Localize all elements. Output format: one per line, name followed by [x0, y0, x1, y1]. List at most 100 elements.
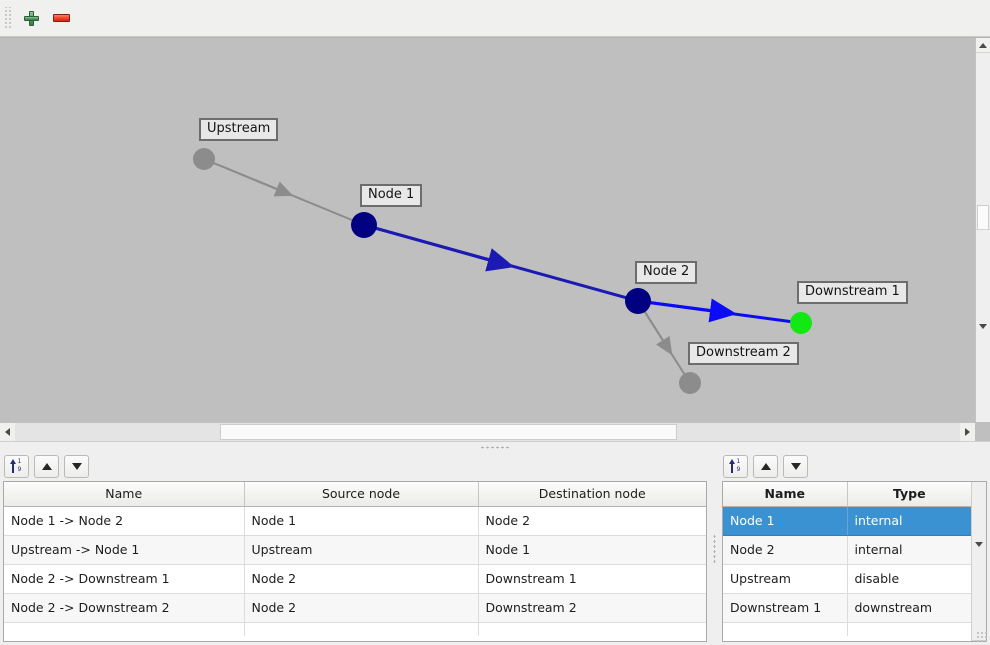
arrow-up-icon: [41, 463, 52, 470]
graph-node-node1[interactable]: [351, 212, 377, 238]
scroll-right-button[interactable]: [960, 423, 975, 441]
node-name: Node 1: [723, 506, 848, 536]
minus-icon: [52, 14, 70, 22]
node-name: Node 2: [723, 535, 848, 565]
edge-source: Node 2: [244, 593, 479, 623]
graph-node-downstream2[interactable]: [679, 372, 701, 394]
edge-destination: Downstream 1: [478, 564, 706, 594]
main-toolbar: [0, 0, 990, 37]
graph-node-node2[interactable]: [625, 288, 651, 314]
chevron-left-icon: [5, 428, 10, 436]
arrow-down-icon: [790, 463, 801, 470]
graph-label-downstream1[interactable]: Downstream 1: [797, 281, 908, 304]
nodes-column-name[interactable]: Name: [723, 482, 848, 507]
nodes-table-body: Node 1 internal Node 2 internal Upstream…: [723, 506, 971, 636]
chevron-right-icon: [965, 428, 970, 436]
add-node-button[interactable]: [16, 4, 46, 32]
chevron-down-icon: [979, 323, 987, 329]
edge-source: Upstream: [244, 535, 479, 565]
edge-destination: Node 1: [478, 535, 706, 565]
edge-source: Node 1: [244, 506, 479, 536]
remove-node-button[interactable]: [46, 4, 76, 32]
graph-label-node1[interactable]: Node 1: [360, 184, 423, 207]
edge-name: Node 2 -> Downstream 1: [4, 564, 245, 594]
table-row[interactable]: Node 2 internal: [723, 535, 971, 565]
edge-destination: Downstream 2: [478, 593, 706, 623]
table-row[interactable]: Upstream disable: [723, 564, 971, 594]
graph-canvas[interactable]: Upstream Node 1 Node 2 Downstream 1 Down…: [0, 38, 975, 422]
table-row[interactable]: Node 2 -> Downstream 1 Node 2 Downstream…: [4, 564, 706, 594]
table-empty-row: [4, 622, 706, 636]
table-row[interactable]: Node 1 -> Node 2 Node 1 Node 2: [4, 506, 706, 536]
edges-column-source[interactable]: Source node: [244, 482, 479, 507]
edge-name: Node 1 -> Node 2: [4, 506, 245, 536]
edges-table-body: Node 1 -> Node 2 Node 1 Node 2 Upstream …: [4, 506, 706, 636]
graph-edge-node2-downstream1[interactable]: [637, 298, 802, 325]
node-type: internal: [847, 506, 971, 536]
graph-label-downstream2[interactable]: Downstream 2: [688, 342, 799, 365]
graph-label-upstream[interactable]: Upstream: [199, 118, 279, 141]
nodes-column-type[interactable]: Type: [847, 482, 971, 507]
plus-icon: [23, 10, 39, 26]
nodes-table-frame: Name Type Node 1 internal Node 2 interna…: [722, 481, 987, 642]
graph-svg: [193, 148, 812, 394]
table-row[interactable]: Node 2 -> Downstream 2 Node 2 Downstream…: [4, 593, 706, 623]
edges-table-header-row: Name Source node Destination node: [4, 482, 706, 507]
edges-move-up-button[interactable]: [34, 455, 59, 478]
nodes-scroll-down-button[interactable]: [972, 482, 986, 641]
edges-column-destination[interactable]: Destination node: [478, 482, 706, 507]
window-resize-grip[interactable]: [976, 631, 988, 643]
chevron-down-icon: [975, 542, 983, 547]
nodes-move-down-button[interactable]: [783, 455, 808, 478]
scroll-down-button[interactable]: [976, 229, 990, 422]
graph-vertical-scrollbar[interactable]: [975, 38, 990, 422]
graph-horizontal-scrollbar[interactable]: [0, 422, 975, 441]
edge-source: Node 2: [244, 564, 479, 594]
scroll-left-button[interactable]: [0, 423, 15, 441]
node-name: Upstream: [723, 564, 848, 594]
arrow-down-icon: [71, 463, 82, 470]
edges-table-frame: Name Source node Destination node Node 1…: [3, 481, 707, 642]
table-empty-row: [723, 622, 971, 636]
table-row[interactable]: Node 1 internal: [723, 506, 971, 536]
graph-node-upstream[interactable]: [193, 148, 215, 170]
edges-move-down-button[interactable]: [64, 455, 89, 478]
arrow-up-icon: [760, 463, 771, 470]
nodes-table-scrollbar[interactable]: [971, 482, 986, 641]
edge-destination: Node 2: [478, 506, 706, 536]
node-type: internal: [847, 535, 971, 565]
node-type: downstream: [847, 593, 971, 623]
table-row[interactable]: Downstream 1 downstream: [723, 593, 971, 623]
graph-edge-upstream-node1[interactable]: [203, 158, 365, 226]
nodes-move-up-button[interactable]: [753, 455, 778, 478]
edge-name: Node 2 -> Downstream 2: [4, 593, 245, 623]
graph-node-downstream1[interactable]: [790, 312, 812, 334]
node-type: disable: [847, 564, 971, 594]
graph-hscroll-track[interactable]: [15, 423, 960, 441]
toolbar-drag-handle[interactable]: [4, 7, 13, 29]
nodes-table-header-row: Name Type: [723, 482, 971, 507]
scroll-up-button[interactable]: [976, 38, 990, 53]
graph-edge-node2-downstream2[interactable]: [637, 300, 691, 384]
horizontal-splitter[interactable]: [0, 441, 990, 452]
chevron-up-icon: [979, 42, 987, 48]
vertical-splitter-grip: [713, 533, 716, 564]
edges-column-name[interactable]: Name: [4, 482, 245, 507]
graph-label-node2[interactable]: Node 2: [635, 261, 698, 284]
node-name: Downstream 1: [723, 593, 848, 623]
vertical-splitter[interactable]: [710, 452, 719, 645]
graph-edge-node1-node2[interactable]: [363, 223, 639, 303]
edge-name: Upstream -> Node 1: [4, 535, 245, 565]
table-row[interactable]: Upstream -> Node 1 Upstream Node 1: [4, 535, 706, 565]
graph-hscroll-thumb[interactable]: [220, 424, 677, 440]
graph-panel: Upstream Node 1 Node 2 Downstream 1 Down…: [0, 37, 990, 441]
